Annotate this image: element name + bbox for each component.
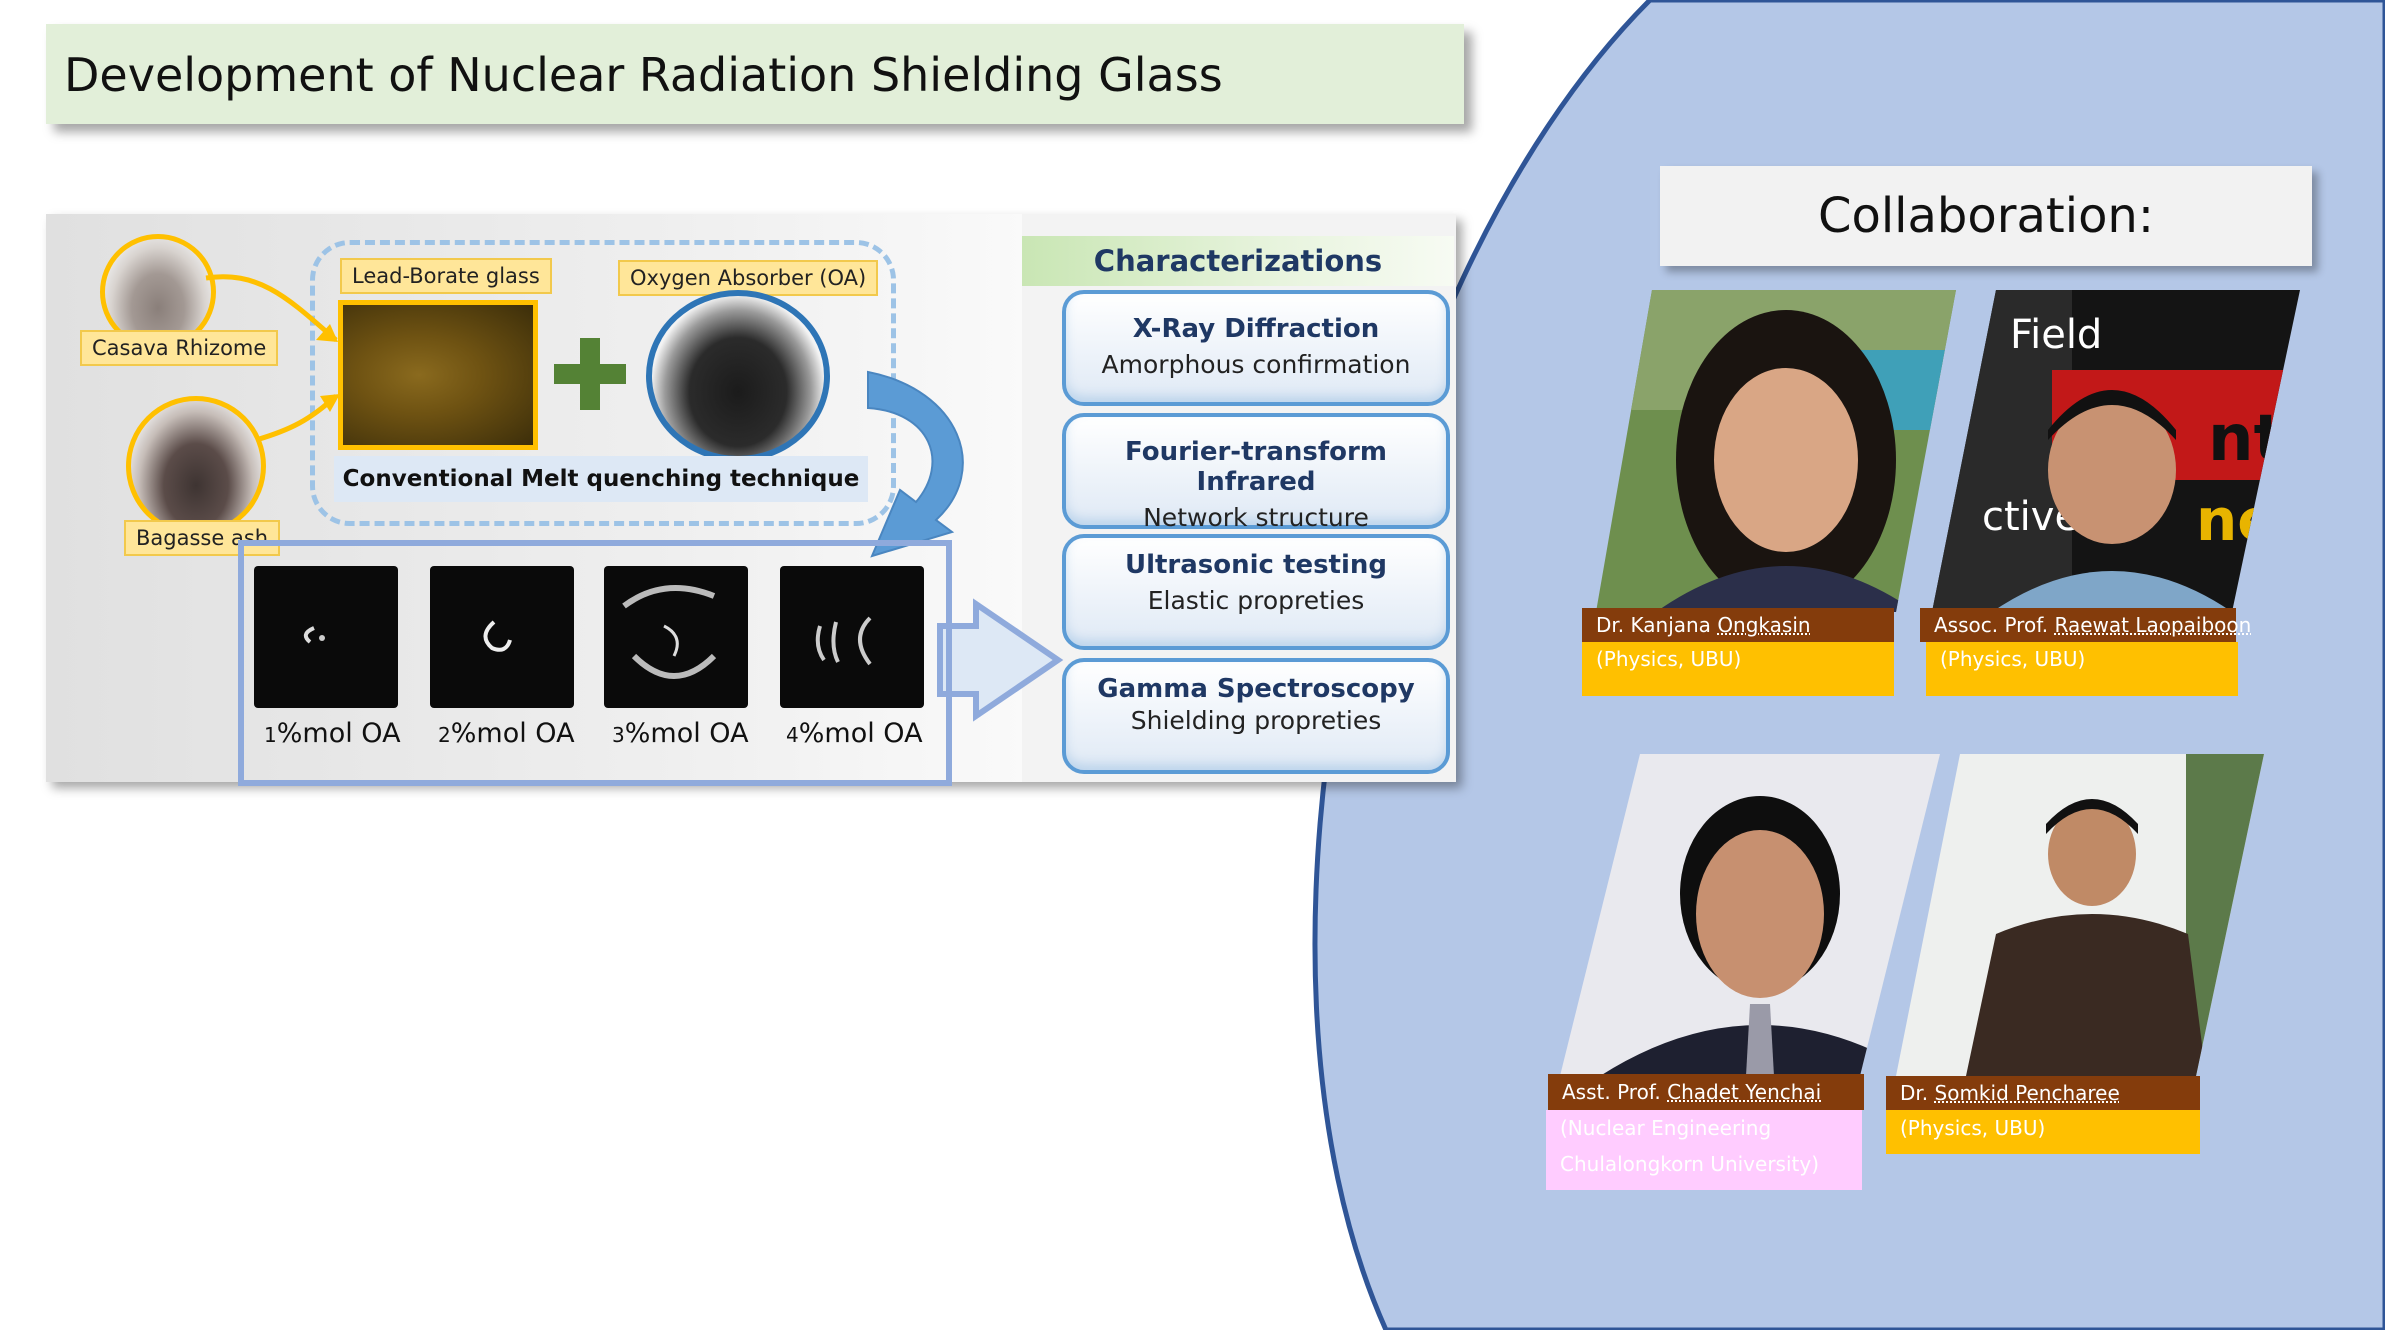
- sign-text-nt: nt: [2208, 402, 2284, 476]
- sample-number: 3: [612, 723, 625, 747]
- char-method: Ultrasonic testing: [1124, 550, 1388, 580]
- sign-text-nen: nen: [2196, 486, 2300, 554]
- char-card-gamma: Gamma Spectroscopy Shielding propreties: [1062, 658, 1450, 774]
- photo-kanjana: [1596, 290, 1956, 612]
- sample-unit: %mol OA: [624, 718, 749, 749]
- name-prefix: Asst. Prof.: [1562, 1080, 1668, 1104]
- arrow-bagasse: [255, 394, 338, 443]
- sample-label-4: 4%mol OA: [786, 718, 923, 749]
- char-purpose: Network structure: [1143, 503, 1369, 532]
- affiliation-kanjana: (Physics, UBU): [1582, 642, 1894, 696]
- char-purpose: Elastic propreties: [1147, 586, 1365, 615]
- arrow-head-icon: [320, 394, 340, 412]
- name-somkid: Dr. Somkid Pencharee: [1886, 1076, 2200, 1110]
- affiliation-raewat: (Physics, UBU): [1926, 642, 2238, 696]
- char-purpose: Amorphous confirmation: [1101, 350, 1411, 379]
- sample-number: 2: [438, 723, 451, 747]
- char-card-ultrasonic: Ultrasonic testing Elastic propreties: [1062, 534, 1450, 650]
- curved-arrow-icon: [867, 370, 964, 558]
- plus-icon: [554, 338, 626, 410]
- name-chadet: Asst. Prof. Chadet Yenchai: [1548, 1074, 1864, 1110]
- sample-number: 1: [264, 723, 277, 747]
- affiliation-line: (Nuclear Engineering: [1560, 1116, 1772, 1140]
- sign-text-field: Field: [2010, 312, 2102, 358]
- affiliation-somkid: (Physics, UBU): [1886, 1110, 2200, 1154]
- sample-image-3: [604, 566, 748, 708]
- sample-label-3: 3%mol OA: [612, 718, 749, 749]
- collaboration-title: Collaboration:: [1660, 166, 2312, 266]
- sample-image-4: [780, 566, 924, 708]
- sample-unit: %mol OA: [450, 718, 575, 749]
- right-arrow-icon: [937, 598, 1064, 722]
- sample-number: 4: [786, 723, 799, 747]
- name-prefix: Dr.: [1900, 1081, 1935, 1105]
- lead-borate-glass-image: [338, 300, 538, 450]
- char-method: X-Ray Diffraction: [1132, 314, 1380, 344]
- name-surname: Ongkasin: [1717, 613, 1811, 637]
- sample-image-2: [430, 566, 574, 708]
- name-surname: Chadet Yenchai: [1667, 1080, 1822, 1104]
- photo-raewat: Field ctive nt nen: [1932, 290, 2300, 612]
- char-method: Gamma Spectroscopy: [1097, 674, 1415, 704]
- name-raewat: Assoc. Prof. Raewat Laopaiboon: [1920, 608, 2251, 642]
- characterizations-title: Characterizations: [1022, 236, 1454, 286]
- photo-somkid: [1896, 754, 2264, 1076]
- glass-samples-group: [238, 540, 952, 786]
- affiliation-line: (Physics, UBU): [1900, 1116, 2046, 1140]
- name-prefix: Assoc. Prof.: [1934, 613, 2055, 637]
- sample-unit: %mol OA: [798, 718, 923, 749]
- title-banner: [46, 24, 1464, 124]
- sample-label-2: 2%mol OA: [438, 718, 575, 749]
- affiliation-chadet: (Nuclear Engineering Chulalongkorn Unive…: [1546, 1110, 1862, 1190]
- affiliation-line: Chulalongkorn University): [1560, 1152, 1819, 1176]
- char-purpose: Shielding propreties: [1130, 706, 1382, 735]
- page-title: Development of Nuclear Radiation Shieldi…: [64, 48, 1223, 102]
- arrow-head-icon: [316, 324, 338, 342]
- arrow-casava: [205, 274, 338, 342]
- sample-image-1: [254, 566, 398, 708]
- lead-borate-label: Lead-Borate glass: [340, 258, 552, 294]
- sample-label-1: 1%mol OA: [264, 718, 401, 749]
- name-surname: Raewat Laopaiboon: [2054, 613, 2252, 637]
- bagasse-ash-label: Bagasse ash: [124, 520, 281, 556]
- char-method: Fourier-transform Infrared: [1125, 437, 1387, 497]
- char-card-ftir: Fourier-transform Infrared Network struc…: [1062, 413, 1450, 532]
- process-arrows: [205, 274, 1064, 722]
- char-card-xrd: X-Ray Diffraction Amorphous confirmation: [1062, 290, 1450, 406]
- name-kanjana: Dr. Kanjana Ongkasin: [1582, 608, 1894, 642]
- melt-quenching-label: Conventional Melt quenching technique: [334, 456, 868, 502]
- affiliation-line: (Physics, UBU): [1940, 647, 2086, 671]
- sample-unit: %mol OA: [276, 718, 401, 749]
- name-prefix: Dr. Kanjana: [1596, 613, 1718, 637]
- affiliation-line: (Physics, UBU): [1596, 647, 1742, 671]
- name-surname: Somkid Pencharee: [1934, 1081, 2120, 1105]
- photo-chadet: [1560, 754, 1940, 1076]
- casava-rhizome-label: Casava Rhizome: [80, 330, 279, 366]
